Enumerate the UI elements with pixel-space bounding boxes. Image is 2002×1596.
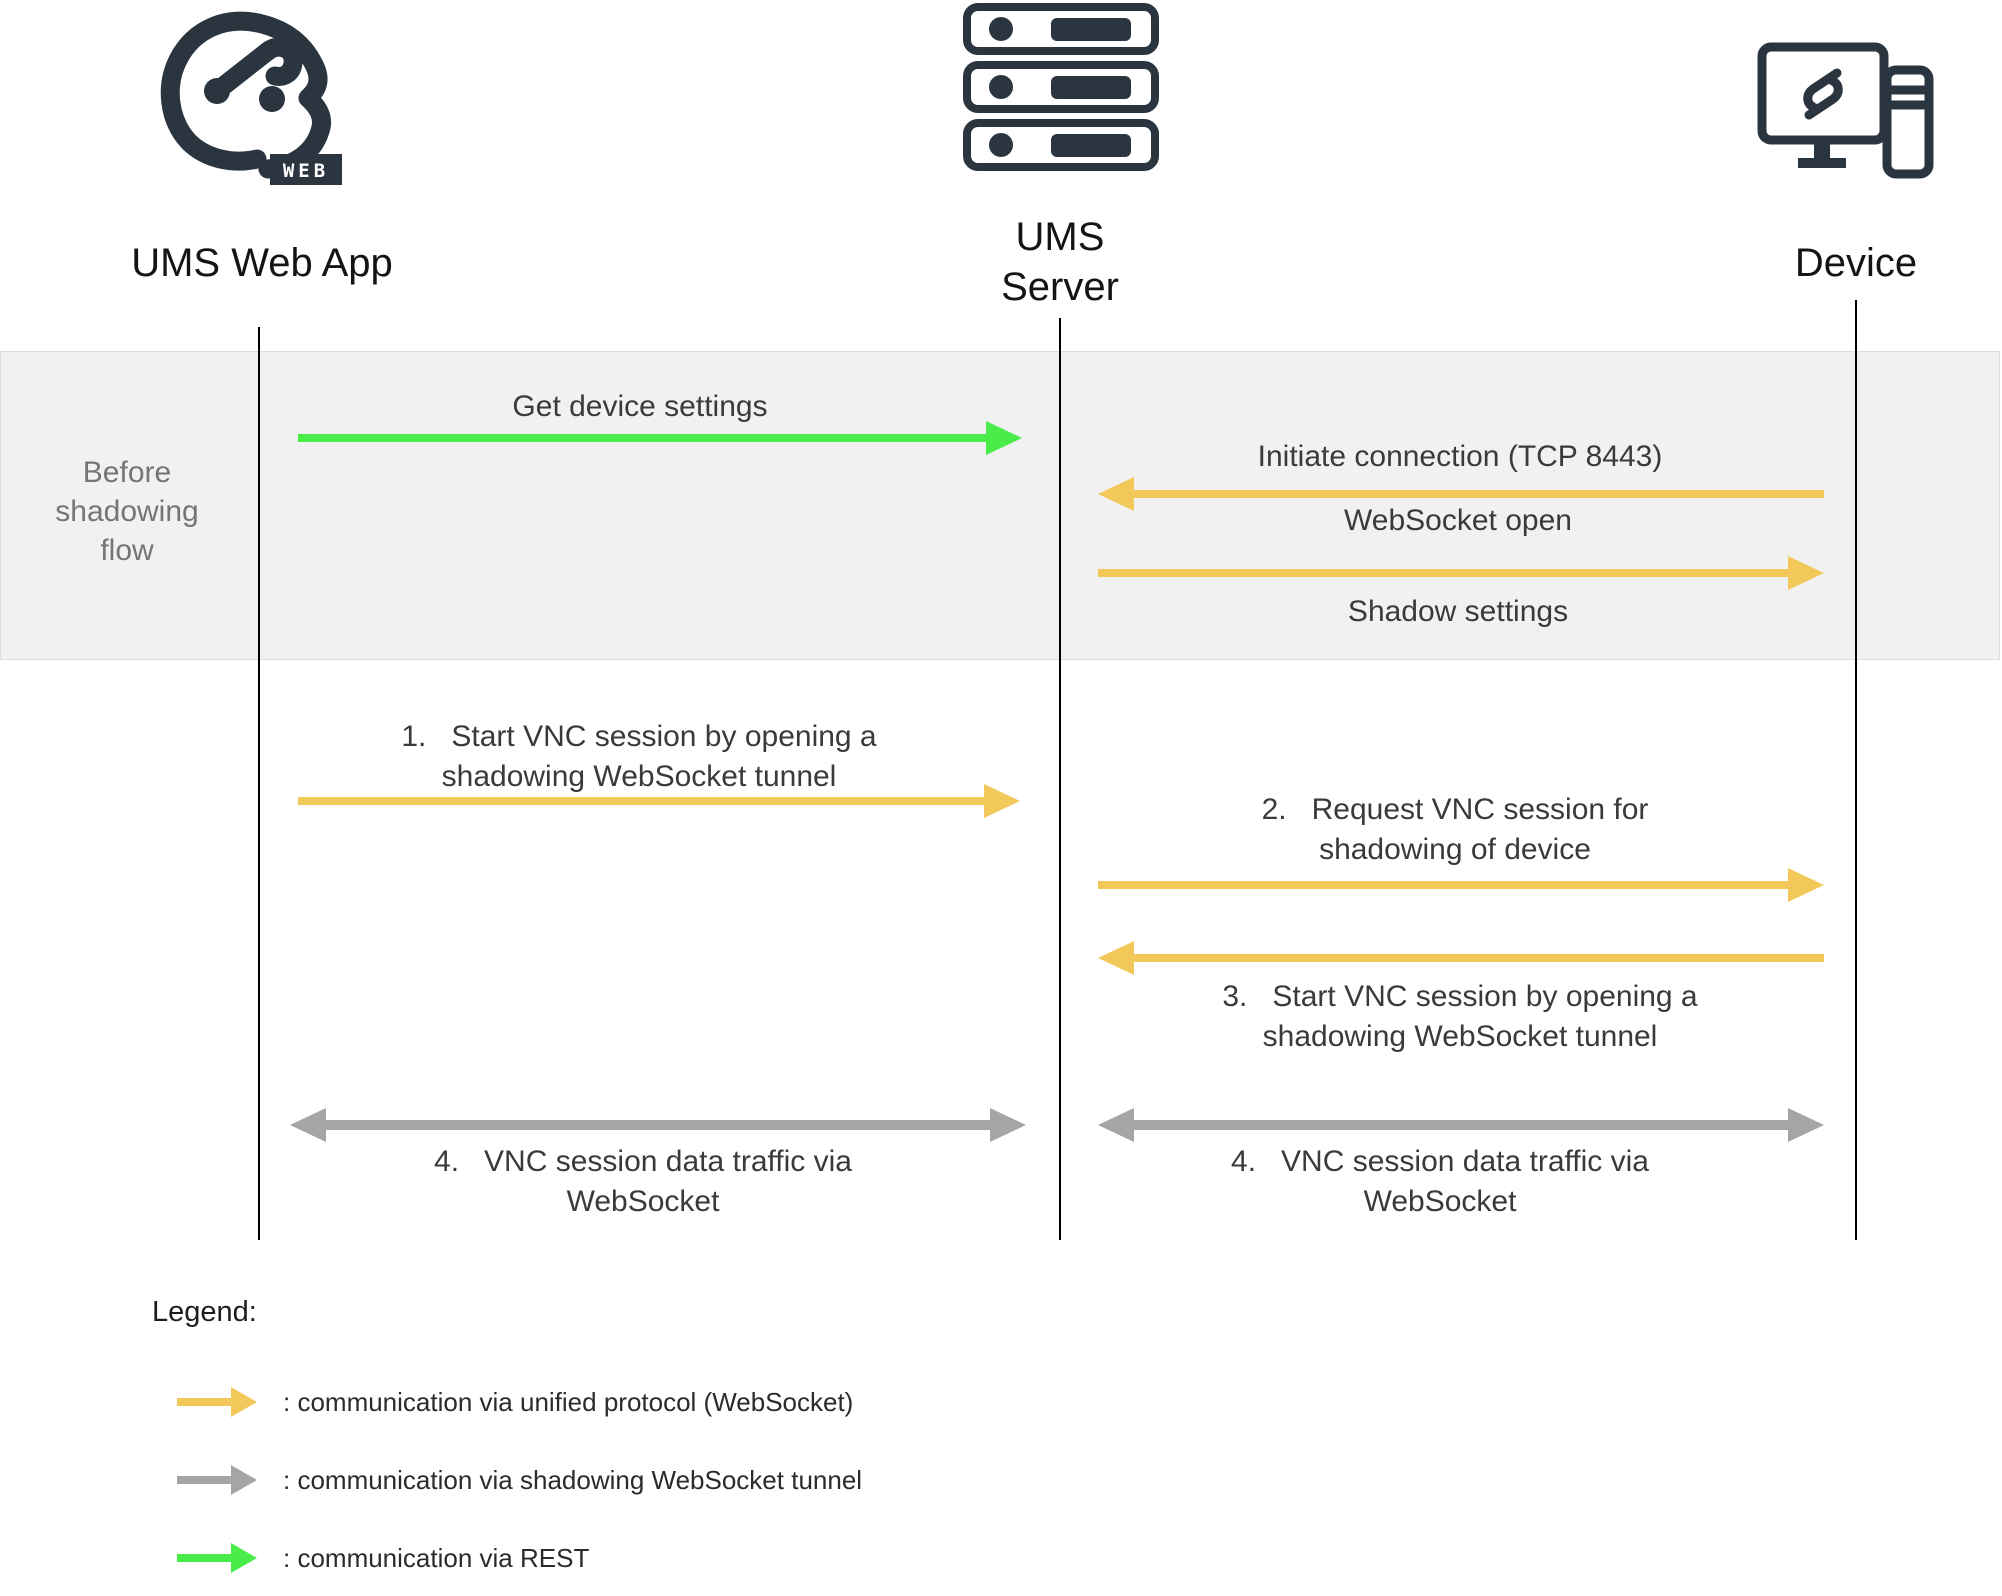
- msg-shadow-settings-label: Shadow settings: [1347, 595, 1569, 628]
- arrow-websocket-open-head-right: [1788, 556, 1824, 590]
- lifeline-ums-web-app: [258, 327, 260, 1240]
- arrow-step3: [1098, 941, 1824, 975]
- actor-label-ums-web-app: UMS Web App: [131, 241, 393, 285]
- shadowing-tunnel-arrow-icon: [177, 1465, 257, 1495]
- arrow-step4-left-head-left: [290, 1108, 326, 1142]
- legend-item-shadowing-tunnel: : communication via shadowing WebSocket …: [177, 1463, 862, 1497]
- legend-item-label: : communication via shadowing WebSocket …: [283, 1464, 863, 1495]
- ums-web-app-logo-icon: WEB: [160, 11, 342, 185]
- arrow-step1: [298, 784, 1020, 818]
- msg-websocket-open-label: WebSocket open: [1344, 504, 1572, 537]
- web-badge-label: WEB: [283, 160, 329, 182]
- arrow-step2-head-right: [1788, 868, 1824, 902]
- msg-step3-label: 3. Start VNC session by opening a shadow…: [1222, 980, 1698, 1053]
- arrow-step4-right-shaft: [1126, 1120, 1796, 1130]
- arrow-websocket-open: [1098, 556, 1824, 590]
- arrow-step4-right-head-left: [1098, 1108, 1134, 1142]
- rest-arrow-icon: [177, 1543, 257, 1573]
- arrow-initiate-connection: [1098, 477, 1824, 511]
- legend-item-unified-protocol: : communication via unified protocol (We…: [177, 1385, 853, 1419]
- actor-label-ums-server: UMS Server: [1001, 215, 1119, 309]
- arrow-get-device-settings-head-right: [986, 421, 1022, 455]
- msg-get-device-settings-label: Get device settings: [512, 390, 768, 423]
- legend-item-rest: : communication via REST: [177, 1541, 589, 1575]
- arrow-initiate-connection-shaft: [1126, 490, 1824, 498]
- arrow-step3-head-left: [1098, 941, 1134, 975]
- arrow-step4-right: [1098, 1108, 1824, 1142]
- arrow-get-device-settings: [298, 421, 1022, 455]
- msg-step4-right-label: 4. VNC session data traffic via WebSocke…: [1231, 1145, 1649, 1218]
- arrow-step4-left-shaft: [318, 1120, 998, 1130]
- arrow-get-device-settings-shaft: [298, 434, 994, 442]
- lifeline-ums-server: [1059, 318, 1061, 1240]
- arrow-step1-head-right: [984, 784, 1020, 818]
- arrow-step2-shaft: [1098, 881, 1796, 889]
- phase-band-label: Before shadowing flow: [55, 456, 199, 567]
- msg-step4-left-label: 4. VNC session data traffic via WebSocke…: [434, 1145, 852, 1218]
- arrow-step2: [1098, 868, 1824, 902]
- msg-step2-label: 2. Request VNC session for shadowing of …: [1261, 793, 1649, 866]
- before-shadowing-phase-band: [0, 351, 2000, 660]
- arrow-websocket-open-shaft: [1098, 569, 1796, 577]
- arrow-step3-shaft: [1126, 954, 1824, 962]
- msg-step1-label: 1. Start VNC session by opening a shadow…: [401, 720, 877, 793]
- legend-item-label: : communication via REST: [283, 1542, 590, 1573]
- arrow-step1-shaft: [298, 797, 992, 805]
- arrow-step4-left-head-right: [990, 1108, 1026, 1142]
- arrow-step4-left: [290, 1108, 1026, 1142]
- actor-label-device: Device: [1794, 241, 1918, 285]
- msg-initiate-connection-label: Initiate connection (TCP 8443): [1257, 440, 1663, 473]
- arrow-initiate-connection-head-left: [1098, 477, 1134, 511]
- legend-title: Legend:: [152, 1296, 257, 1328]
- arrow-step4-right-head-right: [1788, 1108, 1824, 1142]
- server-rack-icon: [963, 3, 1159, 171]
- device-workstation-icon: [1757, 42, 1934, 179]
- lifeline-device: [1855, 300, 1857, 1240]
- legend-item-label: : communication via unified protocol (We…: [283, 1386, 854, 1417]
- unified-protocol-arrow-icon: [177, 1387, 257, 1417]
